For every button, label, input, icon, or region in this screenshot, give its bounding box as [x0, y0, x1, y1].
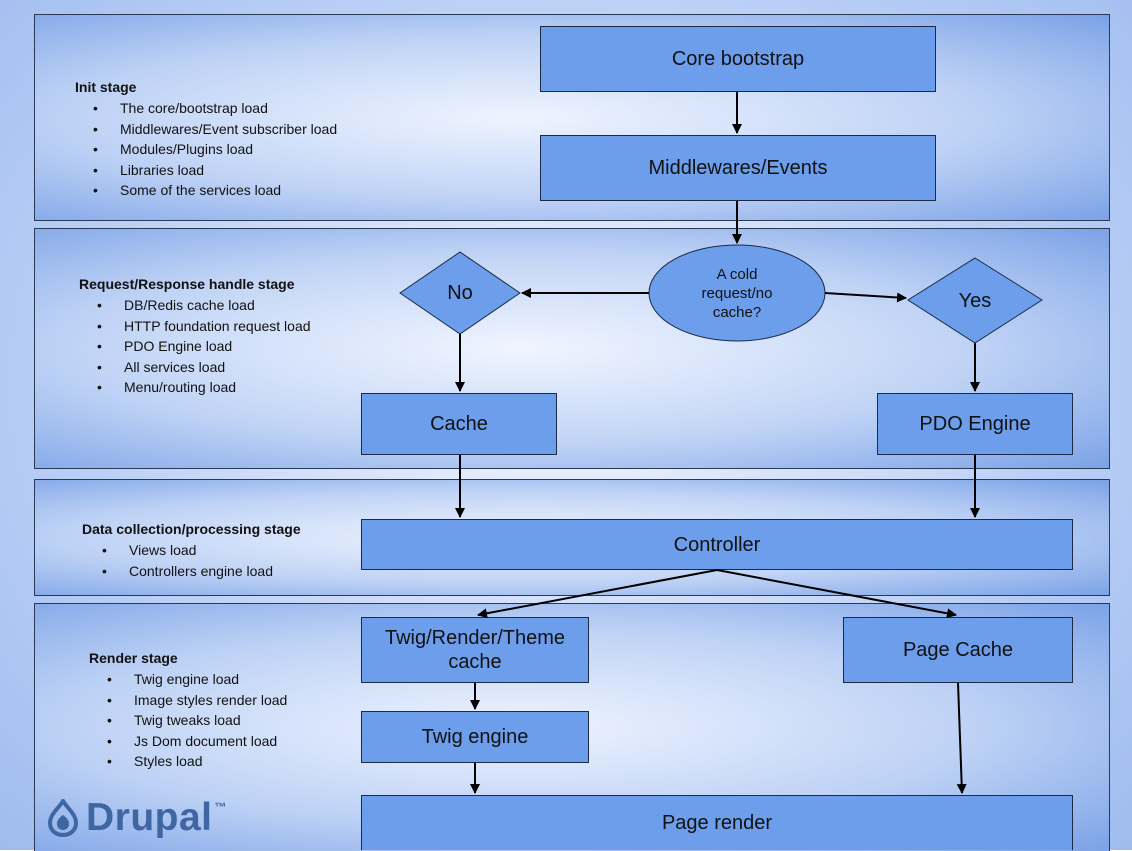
arrow-page-cache-to-page-render: [956, 682, 967, 794]
list-item: Middlewares/Event subscriber load: [93, 119, 337, 140]
drupal-logo-text: Drupal: [86, 796, 213, 839]
list-item: Controllers engine load: [102, 561, 301, 582]
middlewares-events-node: Middlewares/Events: [540, 135, 936, 201]
arrow-controller-to-page-cache: [716, 569, 957, 619]
cache-node: Cache: [361, 393, 557, 455]
render-stage-text: Render stage Twig engine load Image styl…: [89, 650, 287, 772]
init-stage-text: Init stage The core/bootstrap load Middl…: [75, 79, 337, 201]
arrow-controller-to-twig-render: [477, 569, 718, 619]
list-item: Twig tweaks load: [107, 710, 287, 731]
arrow-decision-to-yes: [824, 292, 907, 303]
init-stage-title: Init stage: [75, 79, 137, 95]
render-stage-list: Twig engine load Image styles render loa…: [89, 669, 287, 772]
list-item: All services load: [97, 357, 311, 378]
decision-label-line3: cache?: [712, 303, 762, 321]
twig-render-theme-cache-label-line2: cache: [448, 651, 502, 673]
list-item: The core/bootstrap load: [93, 98, 337, 119]
list-item: PDO Engine load: [97, 336, 311, 357]
core-bootstrap-node: Core bootstrap: [540, 26, 936, 92]
list-item: Views load: [102, 540, 301, 561]
decision-label-line2: request/no: [701, 284, 773, 302]
request-stage-title: Request/Response handle stage: [79, 276, 295, 292]
request-stage-text: Request/Response handle stage DB/Redis c…: [79, 276, 311, 398]
pdo-engine-node: PDO Engine: [877, 393, 1073, 455]
cache-label: Cache: [430, 413, 488, 435]
init-stage-list: The core/bootstrap load Middlewares/Even…: [75, 98, 337, 201]
list-item: Modules/Plugins load: [93, 139, 337, 160]
controller-node: Controller: [361, 519, 1073, 570]
page-render-label: Page render: [661, 812, 773, 834]
list-item: Libraries load: [93, 160, 337, 181]
drupal-drop-icon: [48, 799, 78, 837]
data-stage-text: Data collection/processing stage Views l…: [82, 521, 301, 581]
middlewares-events-label: Middlewares/Events: [648, 157, 828, 179]
no-label: No: [447, 281, 473, 304]
page-render-node: Page render: [361, 795, 1073, 850]
list-item: HTTP foundation request load: [97, 316, 311, 337]
twig-engine-node: Twig engine: [361, 711, 589, 763]
drupal-logo-tm: ™: [214, 800, 227, 814]
decision-label-line1: A cold: [716, 265, 758, 283]
twig-render-theme-cache-node: Twig/Render/Theme cache: [361, 617, 589, 683]
twig-engine-label: Twig engine: [421, 726, 529, 748]
data-stage-list: Views load Controllers engine load: [82, 540, 301, 581]
list-item: Some of the services load: [93, 180, 337, 201]
page-cache-label: Page Cache: [902, 639, 1014, 661]
data-stage-title: Data collection/processing stage: [82, 521, 301, 537]
core-bootstrap-label: Core bootstrap: [671, 48, 805, 70]
render-stage-title: Render stage: [89, 650, 178, 666]
controller-label: Controller: [673, 533, 761, 556]
page-cache-node: Page Cache: [843, 617, 1073, 683]
yes-label: Yes: [958, 289, 992, 312]
pdo-engine-label: PDO Engine: [919, 413, 1031, 435]
list-item: Js Dom document load: [107, 731, 287, 752]
list-item: Styles load: [107, 751, 287, 772]
twig-render-theme-cache-label-line1: Twig/Render/Theme: [384, 627, 566, 649]
list-item: Menu/routing load: [97, 377, 311, 398]
decision-label: A cold request/no cache?: [649, 250, 825, 336]
request-stage-list: DB/Redis cache load HTTP foundation requ…: [79, 295, 311, 398]
list-item: DB/Redis cache load: [97, 295, 311, 316]
drupal-logo: Drupal ™: [48, 796, 227, 840]
list-item: Image styles render load: [107, 690, 287, 711]
list-item: Twig engine load: [107, 669, 287, 690]
